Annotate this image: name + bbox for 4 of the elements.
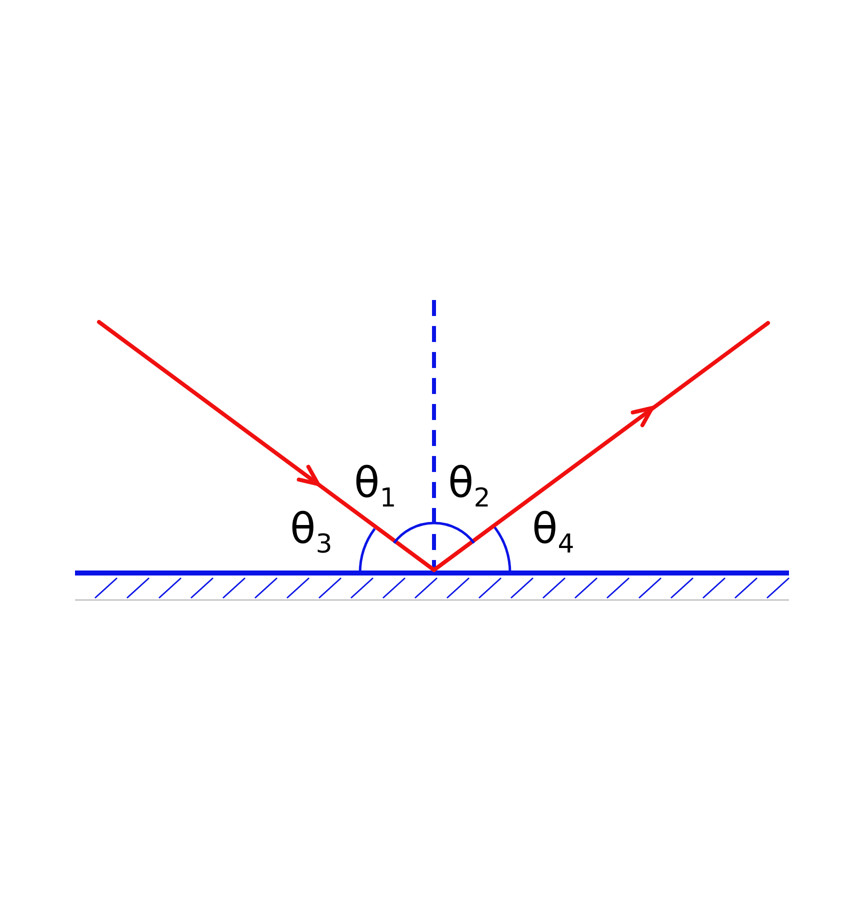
angle-label: θ$_{1}$ [354,462,396,512]
angle-label: θ$_{2}$ [448,462,490,512]
angle-label: θ$_{3}$ [290,508,332,558]
angle-label: θ$_{4}$ [532,508,574,558]
